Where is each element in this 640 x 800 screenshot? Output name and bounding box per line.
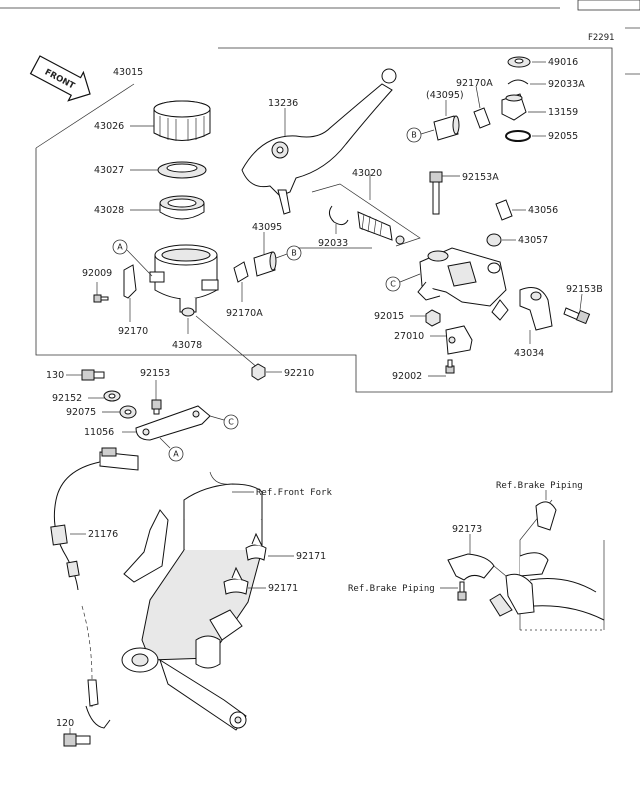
label-92075: 92075 bbox=[66, 407, 96, 418]
brake-switch-27010 bbox=[445, 325, 473, 355]
nut-92015 bbox=[425, 309, 441, 327]
label-43034: 43034 bbox=[514, 348, 544, 359]
callout-b-1-text: B bbox=[291, 249, 297, 258]
callout-a-1 bbox=[112, 239, 128, 255]
clip-92171-upper bbox=[245, 532, 267, 561]
label-92170: 92170 bbox=[118, 326, 148, 337]
fitting-13159 bbox=[501, 93, 527, 121]
label-92171-upper: 92171 bbox=[296, 551, 326, 562]
label-27010: 27010 bbox=[394, 331, 424, 342]
speed-sensor-21176 bbox=[50, 447, 139, 729]
label-92152: 92152 bbox=[52, 393, 82, 404]
top-tab bbox=[577, 0, 640, 11]
hose-43095-ref bbox=[433, 115, 460, 141]
bracket-11056 bbox=[135, 405, 211, 441]
label-120: 120 bbox=[56, 718, 74, 729]
circlip-92033 bbox=[328, 205, 349, 226]
label-43095: 43095 bbox=[252, 222, 282, 233]
label-92171-lower: 92171 bbox=[268, 583, 298, 594]
hose-clamp-92170a bbox=[233, 261, 249, 283]
label-92009: 92009 bbox=[82, 268, 112, 279]
callout-c-1 bbox=[385, 276, 401, 292]
bolt-92153a bbox=[429, 171, 443, 215]
label-43028: 43028 bbox=[94, 205, 124, 216]
label-43056: 43056 bbox=[528, 205, 558, 216]
bolt-92153 bbox=[151, 399, 162, 415]
figure-code: F2291 bbox=[588, 33, 615, 43]
label-13159: 13159 bbox=[548, 107, 578, 118]
grommet-92075 bbox=[119, 405, 137, 419]
label-43078: 43078 bbox=[172, 340, 202, 351]
label-13236: 13236 bbox=[268, 98, 298, 109]
oring-92055 bbox=[505, 130, 531, 142]
ref-front-fork: Ref.Front Fork bbox=[256, 488, 332, 498]
handlebar-clamp-43034 bbox=[519, 287, 553, 331]
hose-43095 bbox=[253, 251, 277, 277]
label-92153: 92153 bbox=[140, 368, 170, 379]
label-92033a: 92033A bbox=[548, 79, 585, 90]
label-92173: 92173 bbox=[452, 524, 482, 535]
front-arrow-icon: FRONT bbox=[29, 55, 91, 102]
callout-a-2 bbox=[168, 446, 184, 462]
brake-lever bbox=[241, 68, 397, 215]
label-92153a: 92153A bbox=[462, 172, 499, 183]
label-43027: 43027 bbox=[94, 165, 124, 176]
bolt-130 bbox=[81, 369, 105, 381]
diaphragm bbox=[159, 195, 205, 220]
reservoir-cap bbox=[153, 100, 211, 141]
label-43057: 43057 bbox=[518, 235, 548, 246]
front-fork bbox=[121, 471, 263, 731]
label-92170a: 92170A bbox=[226, 308, 263, 319]
label-92055: 92055 bbox=[548, 131, 578, 142]
label-92153b: 92153B bbox=[566, 284, 603, 295]
diaphragm-plate bbox=[157, 161, 207, 179]
brake-piping-inset bbox=[489, 499, 605, 631]
callout-b-2 bbox=[406, 127, 422, 143]
callout-a-2-text: A bbox=[173, 450, 179, 459]
piston-assembly bbox=[357, 211, 405, 245]
screw-92002 bbox=[445, 359, 455, 374]
reservoir-body bbox=[149, 244, 219, 313]
grommet-43078 bbox=[181, 307, 195, 317]
clamp-92173 bbox=[447, 553, 495, 601]
callout-c-1-text: C bbox=[390, 280, 396, 289]
label-92210: 92210 bbox=[284, 368, 314, 379]
hose-clamp-92170 bbox=[123, 264, 137, 299]
label-11056: 11056 bbox=[84, 427, 114, 438]
washer-92152 bbox=[103, 390, 121, 402]
ref-brake-piping-top: Ref.Brake Piping bbox=[496, 481, 583, 491]
bolt-92009 bbox=[93, 294, 109, 303]
callout-c-2 bbox=[223, 414, 239, 430]
label-92170a-top: 92170A bbox=[456, 78, 493, 89]
label-92015: 92015 bbox=[374, 311, 404, 322]
clip-92171-lower bbox=[223, 566, 249, 595]
circlip-92033a bbox=[507, 79, 529, 85]
bolt-120 bbox=[63, 733, 91, 747]
label-92033: 92033 bbox=[318, 238, 348, 249]
bolt-92153b bbox=[563, 307, 591, 325]
hose-clamp-92170a-top bbox=[473, 107, 491, 129]
ref-brake-piping-left: Ref.Brake Piping bbox=[348, 584, 435, 594]
callout-c-2-text: C bbox=[228, 418, 234, 427]
label-21176: 21176 bbox=[88, 529, 118, 540]
label-43026: 43026 bbox=[94, 121, 124, 132]
label-43095-ref: (43095) bbox=[426, 90, 464, 101]
cap-49016 bbox=[507, 56, 531, 68]
label-49016: 49016 bbox=[548, 57, 578, 68]
master-cylinder-body bbox=[417, 247, 509, 321]
callout-a-1-text: A bbox=[117, 243, 123, 252]
bleeder-43056 bbox=[495, 199, 513, 221]
label-130: 130 bbox=[46, 370, 64, 381]
callout-b-2-text: B bbox=[411, 131, 417, 140]
frame-leader-43015 bbox=[35, 83, 135, 149]
label-92002: 92002 bbox=[392, 371, 422, 382]
callout-b-1 bbox=[286, 245, 302, 261]
assembly-frame bbox=[35, 47, 613, 393]
label-43015: 43015 bbox=[113, 67, 143, 78]
bleeder-cap-43057 bbox=[486, 233, 502, 247]
nut-92210 bbox=[251, 363, 266, 381]
label-43020: 43020 bbox=[352, 168, 382, 179]
